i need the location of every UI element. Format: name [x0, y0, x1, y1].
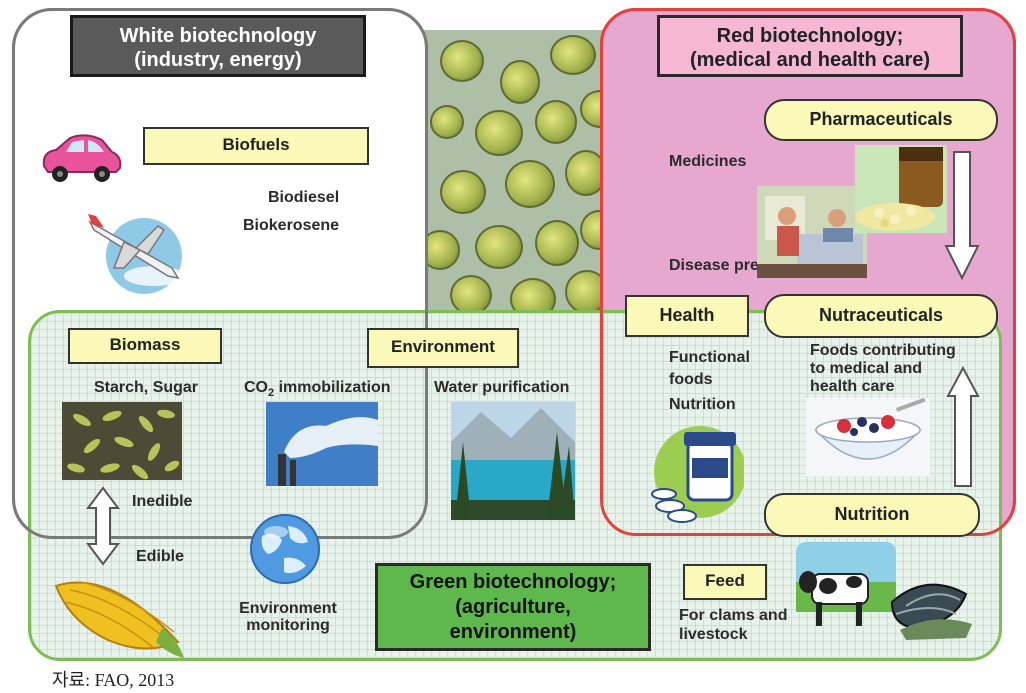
- white-biotech-border: [12, 8, 428, 539]
- biokerosene-text: Biokerosene: [243, 217, 340, 234]
- double-arrow-icon: [86, 486, 120, 566]
- medicines-text: Medicines: [669, 153, 747, 170]
- environment-label: Environment: [367, 328, 519, 368]
- pharmaceuticals-label: Pharmaceuticals: [764, 99, 998, 141]
- yogurt-bowl-photo: [806, 397, 930, 476]
- globe-icon: [248, 512, 322, 586]
- down-arrow-icon: [944, 150, 980, 282]
- hospital-photo: [757, 186, 867, 278]
- environment-monitoring-text: Environment monitoring: [239, 600, 337, 634]
- feed-label: Feed: [683, 564, 767, 600]
- health-nutrition-text: Nutrition: [669, 396, 736, 413]
- co2-immobilization-text: CO2 immobilization: [244, 379, 391, 400]
- biomass-label: Biomass: [68, 328, 222, 364]
- supplement-bottle-icon: [648, 420, 746, 524]
- disease-prevention-text: Disease prev: [669, 257, 768, 274]
- red-biotech-title: Red biotechnology; (medical and health c…: [657, 15, 963, 77]
- pills-photo: [855, 145, 947, 233]
- functional-foods-text: Functional foods: [669, 349, 750, 388]
- nutraceuticals-label: Nutraceuticals: [764, 294, 998, 338]
- lake-photo: [451, 402, 575, 520]
- nutrition-label: Nutrition: [764, 493, 980, 537]
- biofuels-label: Biofuels: [143, 127, 369, 165]
- microalgae-photo: [62, 402, 182, 480]
- feed-description-text: For clams and livestock: [679, 607, 788, 643]
- edible-text: Edible: [136, 548, 185, 565]
- cow-clam-photo: [796, 542, 974, 642]
- health-label: Health: [625, 295, 749, 337]
- airplane-icon: [84, 212, 188, 296]
- green-biotech-title: Green biotechnology; (agriculture, envir…: [375, 563, 651, 651]
- foods-contributing-text: Foods contributing to medical and health…: [810, 342, 956, 395]
- up-arrow-icon: [946, 365, 980, 488]
- car-icon: [36, 128, 126, 188]
- inedible-text: Inedible: [132, 493, 193, 510]
- water-purification-text: Water purification: [434, 379, 570, 396]
- smokestack-photo: [266, 402, 378, 486]
- corn-icon: [50, 568, 186, 660]
- biodiesel-text: Biodiesel: [268, 189, 340, 206]
- algae-micrograph: [420, 30, 610, 320]
- white-biotech-title: White biotechnology (industry, energy): [70, 15, 366, 77]
- source-caption: 자료: FAO, 2013: [52, 670, 175, 690]
- starch-sugar-text: Starch, Sugar: [94, 379, 199, 396]
